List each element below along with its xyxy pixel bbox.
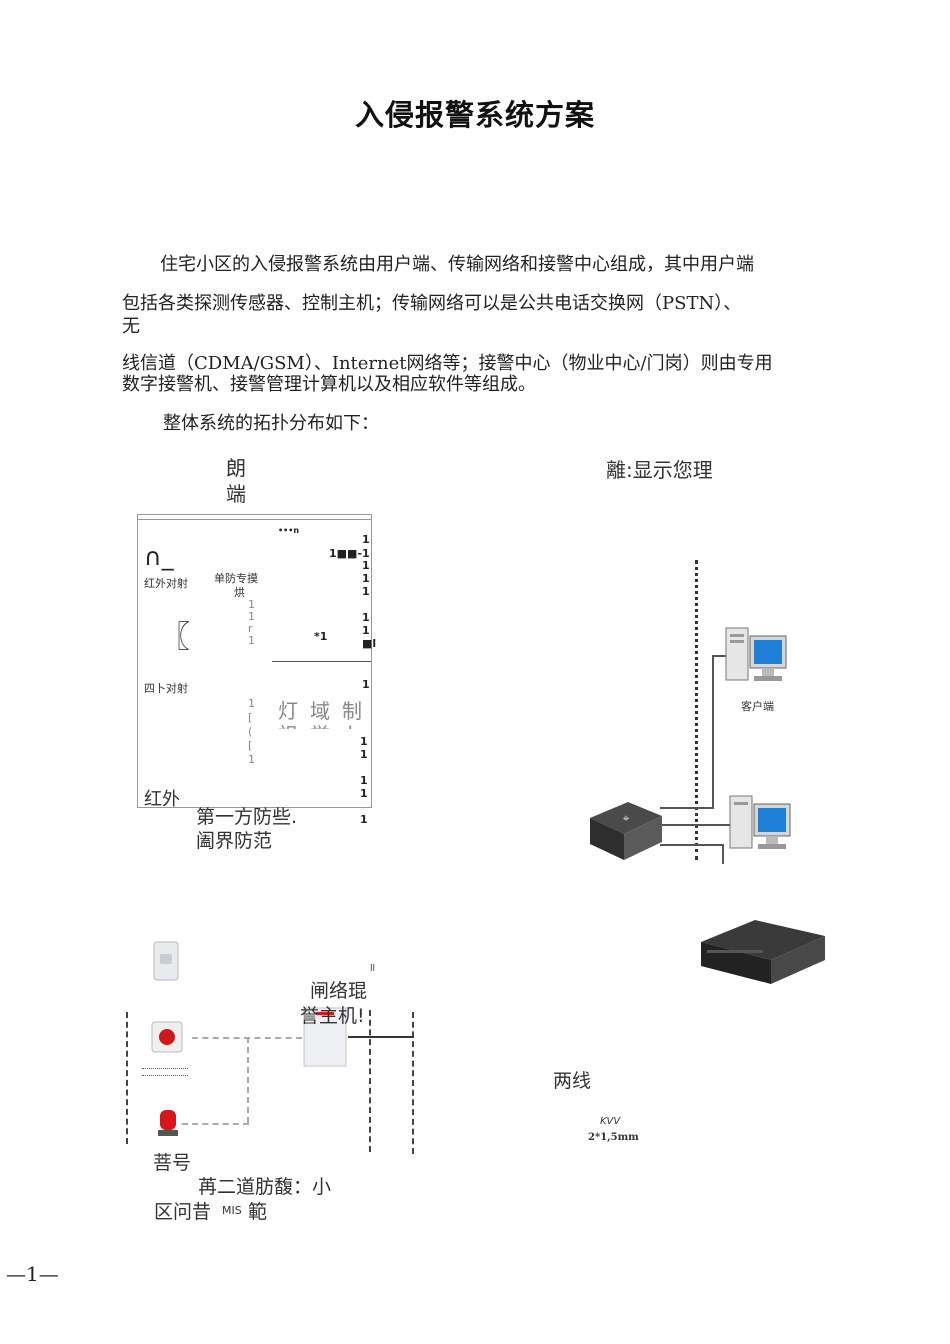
panic-button-icon [151, 1021, 183, 1053]
second-defense-label-2: 区问昔 [154, 1201, 212, 1223]
host-boundary-line [369, 1010, 371, 1152]
rack-server-icon [701, 920, 825, 984]
second-defense-label: 苒二道肪馥：小 [198, 1176, 332, 1198]
switch-link-2 [660, 824, 730, 826]
cable-type-label: KVV [600, 1116, 621, 1127]
client-link-vertical [712, 655, 714, 807]
panel-top-mark: •••n [278, 526, 300, 535]
host-uplink-bus [412, 1012, 414, 1154]
ir-pair-label: 红外对射 [144, 577, 188, 590]
bracket-detector-icon: 〖 [160, 620, 190, 655]
client-link-horizontal [712, 655, 738, 657]
paragraph-line-5: 数字接警机、接警管理计算机以及相应软件等组成。 [122, 374, 536, 395]
left-boundary-line [126, 1012, 128, 1144]
siren-label: 菩号 [153, 1152, 192, 1174]
grid-right-1: 1 [362, 678, 370, 691]
network-alarm-host-icon [303, 1007, 347, 1067]
ir-beam-icon: ∩_ [144, 543, 174, 571]
siren-link-vertical [247, 1037, 249, 1123]
button-caption-garbled [142, 1068, 188, 1076]
panel-big-char-6: 卜 [342, 719, 362, 729]
center-label: 離:显示您理 [606, 458, 713, 482]
panel-bottom-label: 红外 [144, 789, 180, 810]
client-computer-icon [725, 627, 787, 681]
single-detector-label: 单防专摸 [214, 572, 258, 585]
alarm-receiver-icon: ⌖ [590, 802, 662, 860]
paragraph-line-4: 线信道（CDMA/GSM）、Internet网络等；接警中心（物业中心/门岗）则… [122, 353, 773, 374]
host-uplink-line [348, 1036, 414, 1038]
switch-link-3-drop [722, 844, 724, 864]
second-defense-label-3: MIS [222, 1204, 242, 1217]
paragraph-line-3: 无 [122, 316, 140, 337]
switch-link-3 [660, 844, 722, 846]
network-bus-line [695, 560, 698, 860]
panel-big-char-1: 灯 [278, 699, 298, 723]
second-defense-label-4: 範 [248, 1201, 268, 1223]
paragraph-line-2: 包括各类探测传感器、控制主机；传输网络可以是公共电话交换网（PSTN）、 [122, 293, 742, 314]
first-defense-label-2: 阖界防范 [196, 830, 273, 852]
siren-icon [158, 1110, 178, 1136]
pir-detector-icon [153, 941, 179, 981]
page-number: —1— [6, 1262, 59, 1286]
four-pair-label: 四卜对射 [144, 682, 188, 695]
first-defense-label: 第一方防些. [196, 806, 298, 828]
user-end-label: 朗 [226, 456, 246, 480]
star-mark: *1 [314, 630, 328, 643]
network-host-label: 闸络琨 [310, 980, 368, 1002]
paragraph-line-6: 整体系统的拓扑分布如下： [163, 413, 379, 434]
cable-spec-label: 2*1,5mm [588, 1132, 639, 1143]
panel-cut-row: 祖 誉 卜 [278, 719, 374, 729]
client-computer-2-icon [729, 795, 791, 849]
grid-column-left-2: 1[([1 [248, 697, 255, 766]
panel-big-char-4: 祖 [278, 719, 298, 729]
switch-link-1 [660, 807, 714, 809]
row-code: 1■■-1 [329, 547, 370, 560]
panel-divider [272, 661, 371, 662]
svg-text:⌖: ⌖ [623, 811, 630, 825]
client-label: 客户端 [741, 700, 774, 713]
panel-big-char-3: 制 [342, 699, 362, 723]
mark-ii: ll [370, 964, 376, 974]
panel-big-char-2: 域 [310, 699, 330, 723]
network-host-label-2: 誉主机! [300, 1005, 365, 1027]
paragraph-line-1: 住宅小区的入侵报警系统由用户端、传输网络和接警中心组成，其中用户端 [160, 254, 754, 275]
document-title: 入侵报警系统方案 [354, 98, 595, 132]
user-end-label-2: 端 [226, 482, 246, 506]
siren-link-line [182, 1123, 249, 1125]
two-wire-label: 两线 [553, 1070, 592, 1092]
panel-big-char-5: 誉 [310, 719, 330, 729]
panel-top-rule [138, 519, 371, 520]
single-detector-label-2: 烘 [234, 586, 245, 599]
